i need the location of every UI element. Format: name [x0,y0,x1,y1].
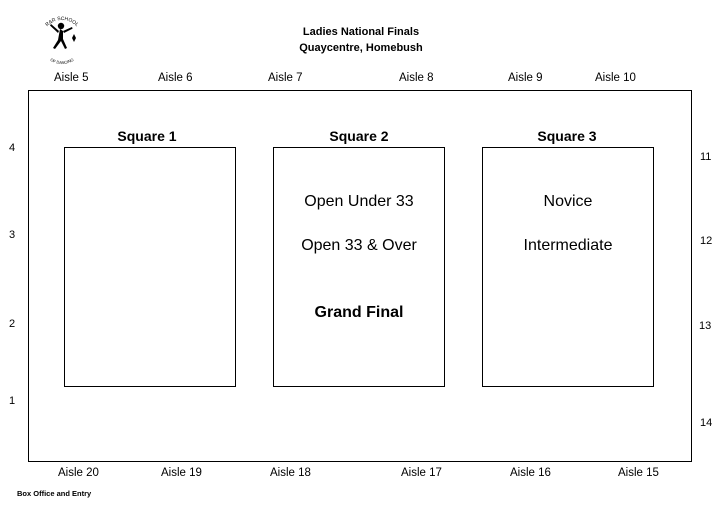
event-label: Open 33 & Over [301,237,417,254]
aisle-label: Aisle 20 [58,467,99,479]
square-2-label: Square 2 [329,128,389,144]
venue-subtitle: Quaycentre, Homebush [299,42,423,54]
side-number: 2 [9,318,16,330]
aisle-label: Aisle 10 [595,72,636,84]
grand-final-label: Grand Final [314,304,404,321]
aisle-label: Aisle 15 [618,467,659,479]
logo-text-bottom: OF DANCING [50,57,75,65]
side-number: 11 [700,151,712,163]
arena-floor [28,90,692,462]
aisle-label: Aisle 6 [158,72,193,84]
square-1 [64,147,236,387]
aisle-label: Aisle 7 [268,72,303,84]
event-label: Open Under 33 [304,193,414,210]
svg-text:OF DANCING: OF DANCING [50,57,75,65]
square-2: Open Under 33 Open 33 & Over Grand Final [273,147,445,387]
side-number: 14 [700,417,713,429]
side-number: 4 [9,142,16,154]
square-1-label: Square 1 [117,128,177,144]
aisle-label: Aisle 16 [510,467,551,479]
aisle-label: Aisle 18 [270,467,311,479]
side-number: 12 [700,235,713,247]
aisle-label: Aisle 17 [401,467,442,479]
square-3-label: Square 3 [537,128,597,144]
page-title: Ladies National Finals [302,26,420,38]
aisle-label: Aisle 8 [399,72,434,84]
side-number: 13 [699,320,712,332]
dancer-silhouette-logo: R&R SCHOOL OF DANCING [44,16,79,65]
square-3: Novice Intermediate [482,147,654,387]
aisle-label: Aisle 5 [54,72,89,84]
box-office-entry-label: Box Office and Entry [17,489,92,498]
aisle-label: Aisle 9 [508,72,543,84]
aisle-label: Aisle 19 [161,467,202,479]
event-label: Intermediate [523,237,613,254]
side-number: 3 [9,229,16,241]
side-number: 1 [9,395,16,407]
event-label: Novice [543,193,593,210]
